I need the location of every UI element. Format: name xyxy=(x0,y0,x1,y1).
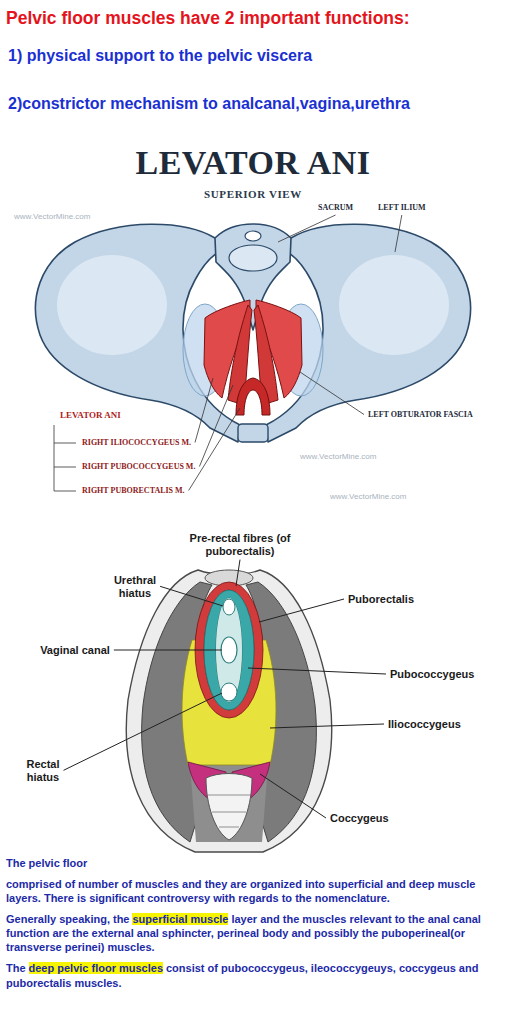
label-bracket xyxy=(54,425,76,491)
watermark: www.VectorMine.com xyxy=(300,452,376,462)
paragraph: The pelvic floor xyxy=(6,856,500,870)
urethral-hiatus xyxy=(223,599,235,615)
coccyx xyxy=(206,774,252,841)
part-label: RIGHT PUBORECTALIS M. xyxy=(82,486,185,496)
highlighted-text: superficial muscle xyxy=(132,913,228,925)
leader-line xyxy=(189,408,240,491)
function-item: 2)constrictor mechanism to analcanal,vag… xyxy=(8,94,410,113)
watermark: www.VectorMine.com xyxy=(14,212,90,222)
figure-heading: LEVATOR ANI xyxy=(0,143,506,184)
iliac-fossa xyxy=(57,255,167,355)
leader-line xyxy=(395,215,402,252)
page-title: Pelvic floor muscles have 2 important fu… xyxy=(6,8,410,29)
leader-line xyxy=(160,586,223,606)
part-label: Coccygeus xyxy=(330,812,389,825)
pubic-symphysis xyxy=(238,424,268,442)
sacral-canal xyxy=(245,231,261,241)
leader-line xyxy=(199,385,233,467)
body-text: comprised of number of muscles and they … xyxy=(6,878,475,904)
part-label: RIGHT PUBOCOCCYGEUS M. xyxy=(82,462,195,472)
function-item: 1) physical support to the pelvic viscer… xyxy=(8,46,312,65)
leader-line xyxy=(278,215,336,242)
text-block: The pelvic floor comprised of number of m… xyxy=(6,856,500,990)
part-label: Rectal hiatus xyxy=(10,758,76,783)
part-label: Vaginal canal xyxy=(40,644,110,657)
part-label: Puborectalis xyxy=(348,593,414,606)
body-text: The xyxy=(6,962,26,974)
part-label: Pre-rectal fibres (of puborectalis) xyxy=(185,532,295,557)
watermark: www.VectorMine.com xyxy=(330,492,406,502)
part-label: Iliococcygeus xyxy=(388,718,461,731)
paragraph: Thedeep pelvic floor musclesconsist of p… xyxy=(6,961,500,989)
part-label: RIGHT ILIOCOCCYGEUS M. xyxy=(82,438,191,448)
pelvic-bone-rim xyxy=(126,570,331,852)
paragraph: Generally speaking, thesuperficial muscl… xyxy=(6,912,500,954)
vaginal-canal xyxy=(221,637,237,663)
group-label: LEVATOR ANI xyxy=(60,410,121,421)
leader-line xyxy=(236,560,240,586)
leader-line xyxy=(248,668,386,674)
leader-lines xyxy=(54,215,402,491)
part-label: Pubococcygeus xyxy=(390,668,474,681)
body-text: The pelvic floor xyxy=(6,857,87,869)
iliac-fossa xyxy=(339,255,449,355)
leader-line xyxy=(260,774,326,818)
leader-line xyxy=(270,724,384,728)
part-label: LEFT OBTURATOR FASCIA xyxy=(368,410,473,420)
figure-subheading: SUPERIOR VIEW xyxy=(0,188,506,201)
part-label: LEFT ILIUM xyxy=(378,203,426,213)
leader-lines xyxy=(64,560,386,818)
puborectalis-muscle xyxy=(236,378,270,415)
leader-line xyxy=(259,599,344,622)
coccyx-segments xyxy=(208,795,250,827)
pelvic-floor-view xyxy=(126,570,331,852)
part-label: SACRUM xyxy=(318,203,353,213)
leader-line xyxy=(114,650,222,651)
rectal-hiatus xyxy=(221,683,237,701)
paragraph: comprised of number of muscles and they … xyxy=(6,877,500,905)
body-text: Generally speaking, the xyxy=(6,913,130,925)
leader-line xyxy=(300,372,364,415)
pelvis-superior-view xyxy=(35,224,470,442)
leader-line xyxy=(195,378,213,443)
leader-line xyxy=(64,693,222,770)
part-label: Urethral hiatus xyxy=(100,574,170,599)
sacral-body xyxy=(229,245,277,271)
highlighted-text: deep pelvic floor muscles xyxy=(29,962,164,974)
